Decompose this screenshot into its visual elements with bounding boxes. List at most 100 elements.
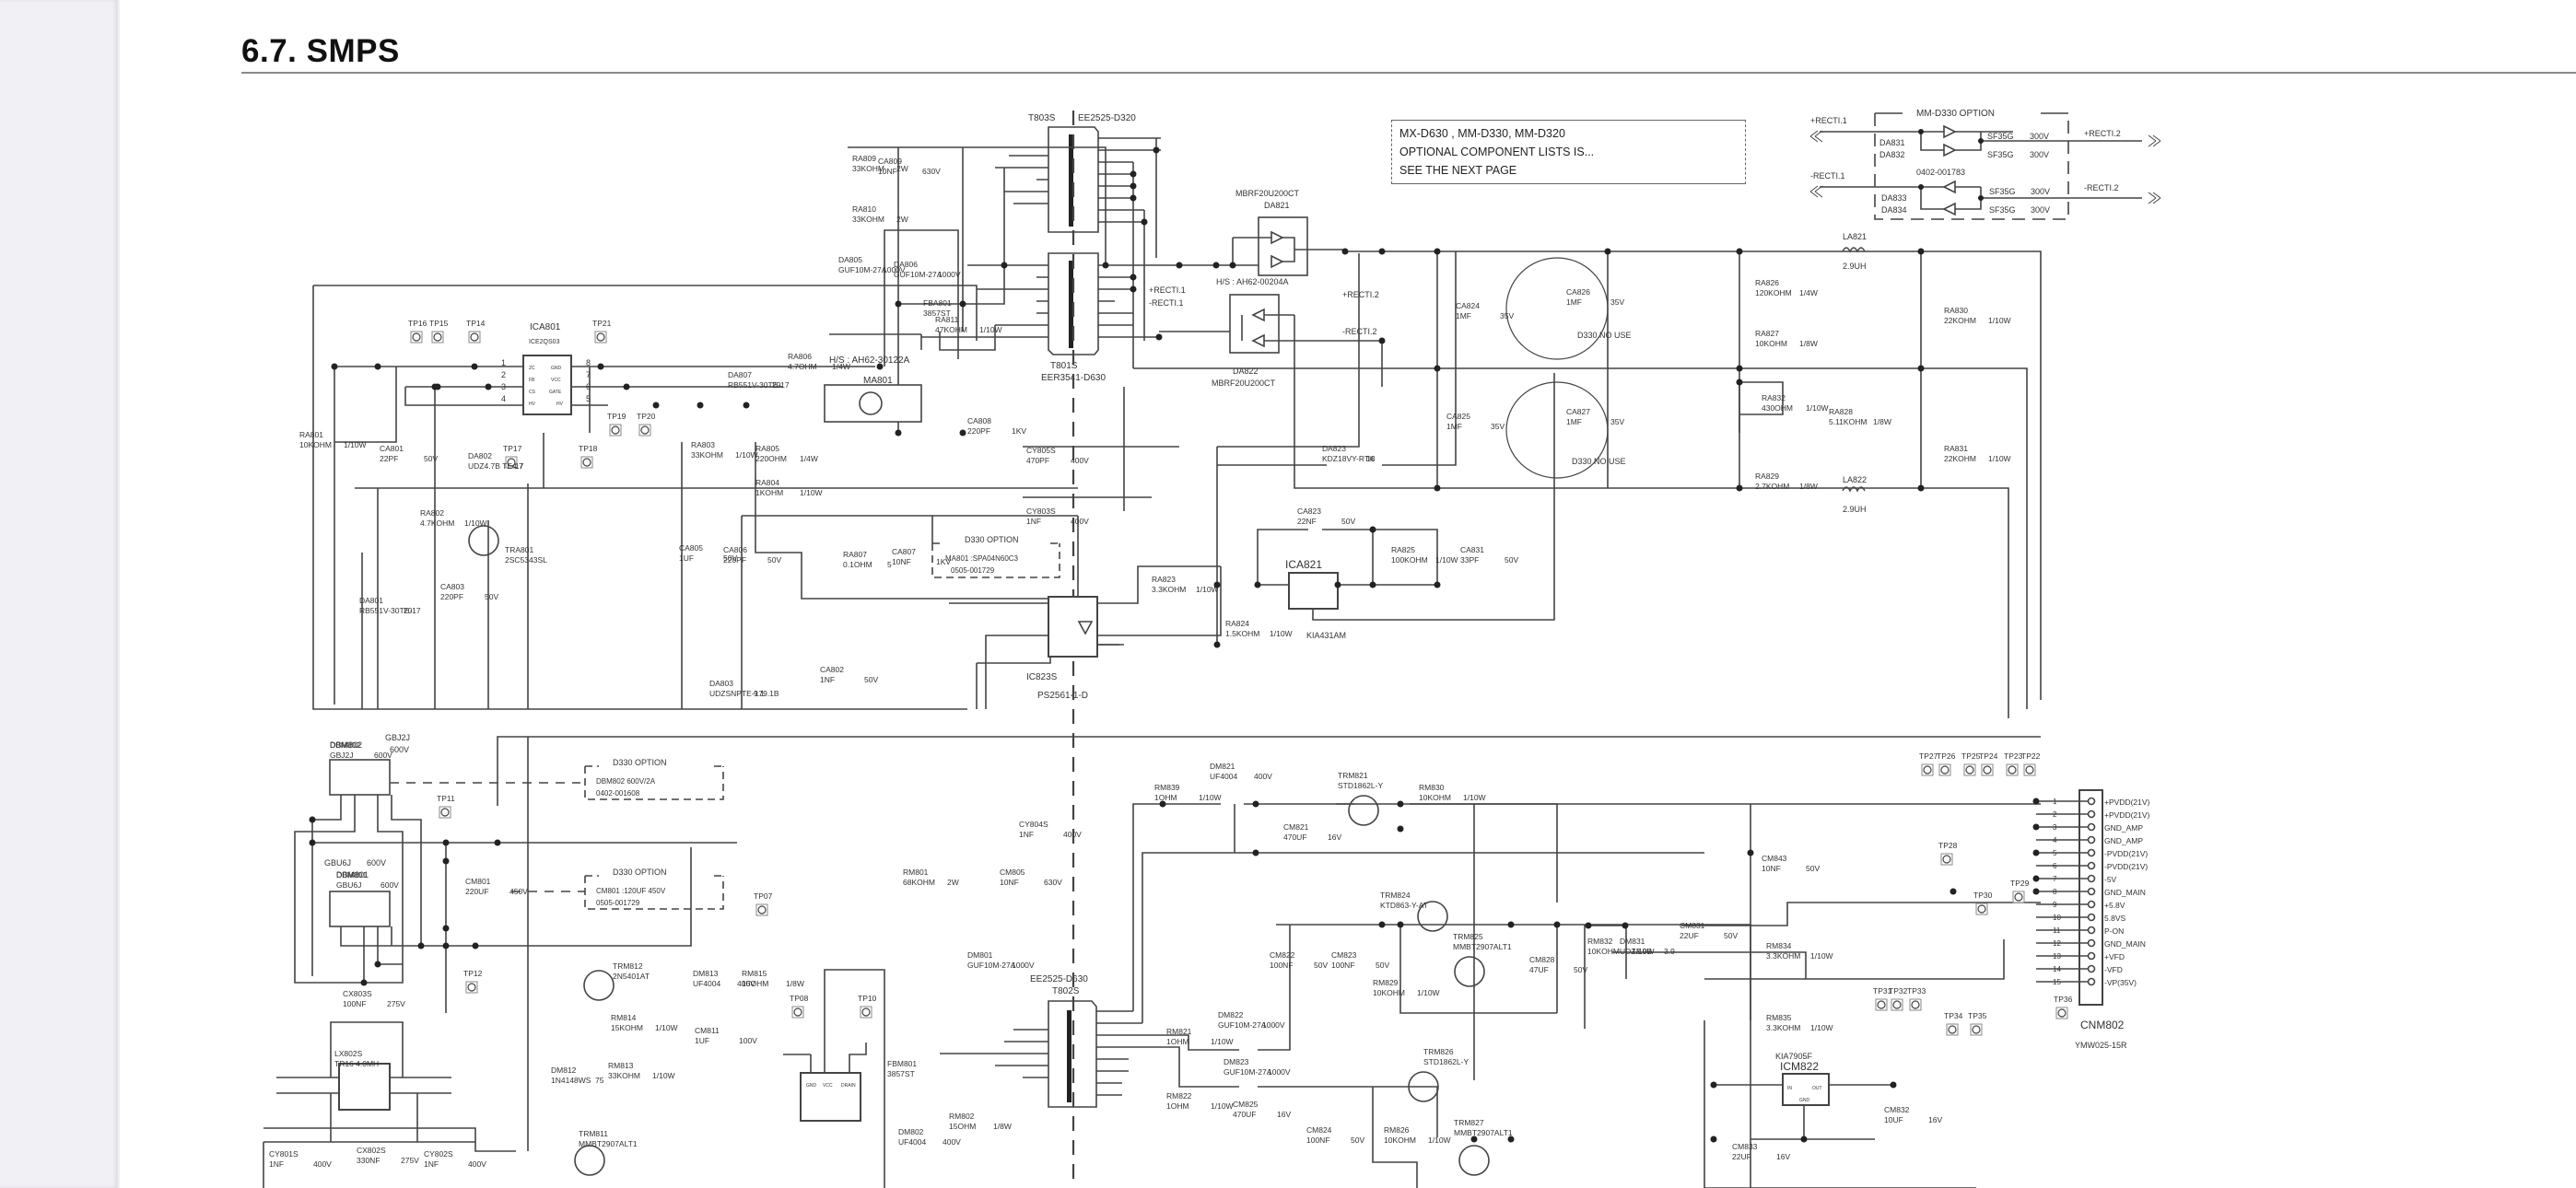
test-point-tp12[interactable]: TP12 [463, 969, 483, 994]
component-rating: 400V [1254, 772, 1272, 781]
connector-pin[interactable] [2087, 874, 2096, 883]
component-rating: 630V [922, 167, 941, 176]
test-point-tp26[interactable]: TP26 [1937, 751, 1956, 776]
component-ref: RA823 [1152, 575, 1176, 584]
component-rating: 1/8W [1799, 339, 1818, 348]
connector-pin[interactable] [2087, 913, 2096, 922]
test-point-tp17[interactable]: TP17 [503, 444, 522, 469]
junction-dot [1252, 800, 1259, 808]
test-point-tp27[interactable]: TP27 [1919, 751, 1938, 776]
connector-pin[interactable] [2087, 964, 2096, 973]
junction-dot [1585, 922, 1592, 929]
test-point-tp18[interactable]: TP18 [579, 444, 598, 469]
viewer-gutter [0, 0, 118, 1188]
connector-pin[interactable] [2087, 887, 2096, 896]
connector-pin[interactable] [2087, 809, 2096, 819]
test-point-tp30[interactable]: TP30 [1973, 891, 1993, 915]
component-rating: 1/10W [344, 440, 367, 449]
section-title: 6.7. SMPS [241, 33, 400, 69]
test-point-tp31[interactable]: TP31 [1873, 986, 1892, 1011]
junction-dot [2032, 849, 2040, 856]
junction-dot [1470, 1136, 1478, 1143]
test-point-label: TP08 [790, 994, 809, 1003]
junction-dot [597, 363, 604, 370]
junction-dot [1736, 379, 1743, 386]
junction-dot [1159, 800, 1166, 808]
test-point-tp24[interactable]: TP24 [1979, 751, 1998, 776]
component-value: GUF10M-27A [894, 270, 943, 279]
component-value: 10KOHM [1755, 339, 1787, 348]
connector-pin[interactable] [2087, 822, 2096, 832]
test-point-tp32[interactable]: TP32 [1889, 986, 1908, 1011]
connector-pin[interactable] [2087, 977, 2096, 986]
test-point-tp11[interactable]: TP11 [437, 794, 455, 819]
component-rating: 2W [896, 215, 908, 224]
test-point-label: TP19 [607, 412, 626, 421]
test-point-tp35[interactable]: TP35 [1968, 1011, 1987, 1036]
junction-dot [1001, 262, 1008, 269]
test-point-tp19[interactable]: TP19 [607, 412, 626, 437]
component-rating: 1000V [938, 270, 961, 279]
connector-pin[interactable] [2087, 951, 2096, 961]
connector-pin[interactable] [2087, 861, 2096, 870]
ref-ic823s: IC823S [1026, 672, 1058, 682]
junction-dot [876, 363, 884, 370]
pin-num: 4 [501, 394, 506, 403]
component-value: 1MF [1566, 417, 1582, 426]
connector-pin[interactable] [2087, 938, 2096, 948]
pin-drain: DRAIN [841, 1083, 856, 1089]
component-rating: 50V [723, 553, 737, 563]
ref-la821: LA821 [1843, 232, 1867, 241]
component-ref: CA803 [440, 582, 464, 591]
test-point-tp15[interactable]: TP15 [429, 319, 449, 344]
test-point-tp25[interactable]: TP25 [1961, 751, 1981, 776]
component-value: 100NF [343, 999, 367, 1008]
diode-da832 [1943, 143, 1957, 157]
note-line: OPTIONAL COMPONENT LISTS IS... [1399, 146, 1595, 158]
connector-pin-number: 2 [2053, 810, 2057, 819]
component-rating: 50V [1574, 965, 1587, 974]
test-point-tp22[interactable]: TP22 [2021, 751, 2041, 776]
test-point-tp29[interactable]: TP29 [2010, 879, 2030, 903]
test-point-tp07[interactable]: TP07 [754, 891, 773, 916]
component-ref: CA807 [892, 547, 916, 556]
test-point-tp20[interactable]: TP20 [637, 412, 656, 437]
pin-gnd: GND [1799, 1098, 1810, 1103]
test-point-tp34[interactable]: TP34 [1944, 1011, 1963, 1036]
test-point-tp10[interactable]: TP10 [858, 994, 877, 1019]
test-point-tp21[interactable]: TP21 [592, 319, 612, 344]
component-ref: RM826 [1384, 1125, 1410, 1135]
connector-pin[interactable] [2087, 900, 2096, 909]
test-point-tp16[interactable]: TP16 [408, 319, 427, 344]
test-point-tp33[interactable]: TP33 [1907, 986, 1926, 1011]
component-ref: CM805 [1000, 868, 1025, 877]
connector-pin[interactable] [2087, 835, 2096, 844]
component-ref: CA801 [380, 444, 404, 453]
test-point-tp08[interactable]: TP08 [790, 994, 809, 1019]
component-rating: 400V [313, 1159, 332, 1169]
ref-da831: DA831 [1879, 138, 1905, 147]
test-point-tp14[interactable]: TP14 [466, 319, 486, 344]
connector-pin[interactable] [2087, 797, 2096, 806]
component-ref: RA832 [1762, 393, 1786, 402]
connector-pin[interactable] [2087, 848, 2096, 857]
connector-pin[interactable] [2087, 926, 2096, 935]
test-point-tp23[interactable]: TP23 [2004, 751, 2023, 776]
component-value: GBU6J [336, 880, 361, 890]
junction-dots [309, 146, 2040, 1143]
test-point-tp28[interactable]: TP28 [1938, 841, 1958, 866]
component-value: 15OHM [742, 979, 768, 988]
test-point-tp36[interactable]: TP36 [2054, 995, 2073, 1019]
d330-option-line: CM801 :120UF 450V [596, 887, 666, 895]
label-recti-1-neg-out: -RECTI.1 [1149, 298, 1184, 308]
